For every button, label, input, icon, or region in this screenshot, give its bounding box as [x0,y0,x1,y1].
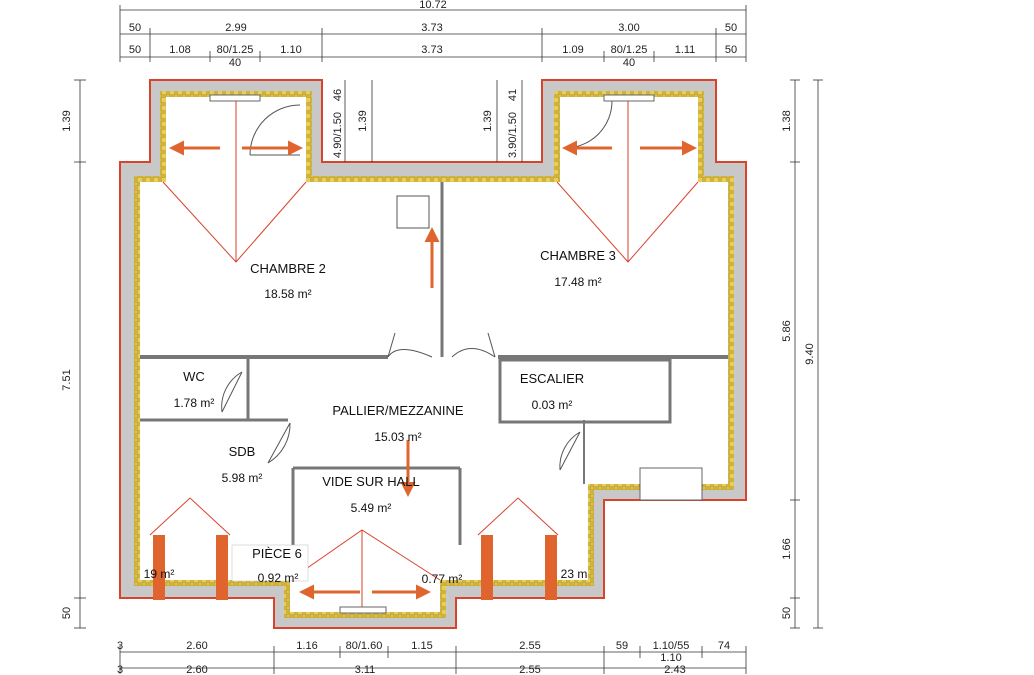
partial-area-right: 23 m [561,567,588,581]
room-name-chambre-2: CHAMBRE 2 [250,261,326,276]
roof-window-frames [149,497,559,536]
dim-top2-3: 1.10 [280,44,301,56]
dim-top2-6: 80/1.25 [611,44,648,56]
roof-windows [153,535,557,600]
dim-top2-4: 3.73 [421,44,442,56]
dim-bottom1-1: 2.60 [186,640,207,652]
room-area-sdb: 5.98 m² [222,471,263,485]
dim-bottom1-7: 1.10/55 [653,640,690,652]
dim-right-1: 5.86 [781,320,793,341]
dim-bottom2-1: 2.60 [186,664,207,675]
dim-bottom1-sub: 1.10 [660,652,681,664]
dim-top2-1: 1.08 [169,44,190,56]
room-name-piece-6: PIÈCE 6 [252,546,302,561]
room-labels: CHAMBRE 2 18.58 m² CHAMBRE 3 17.48 m² WC… [144,248,616,586]
room-area-wc: 1.78 m² [174,396,215,410]
dim-bottom1-0: 3 [117,640,123,652]
dim-bottom1-5: 2.55 [519,640,540,652]
room-name-escalier: ESCALIER [520,371,584,386]
dim-top2-7: 1.11 [675,44,696,56]
dim-top1-2: 3.73 [421,22,442,34]
room-area-pallier: 15.03 m² [374,430,421,444]
dim-bottom1-3: 80/1.60 [346,640,383,652]
dim-bottom2-2: 3.11 [355,664,376,675]
direction-arrows [169,140,697,600]
dim-top-window-sub-1: 40 [623,57,635,69]
dim-top1-0: 50 [129,22,141,34]
room-name-chambre-3: CHAMBRE 3 [540,248,616,263]
room-area-chambre-3: 17.48 m² [554,275,601,289]
room-area-piece-6: 0.92 m² [258,571,299,585]
dim-dormer-left-0: 46 [332,89,344,101]
dim-top1-3: 3.00 [618,22,639,34]
dim-top-window-sub-0: 40 [229,57,241,69]
dim-bottom1-4: 1.15 [411,640,432,652]
exterior-walls [119,79,747,629]
dim-top2-0: 50 [129,44,141,56]
dim-dormer-right-0: 1.39 [482,110,494,131]
dim-dormer-right-2: 3.90/1.50 [507,112,519,158]
dim-bottom1-6: 59 [616,640,628,652]
dim-bottom2-0: 3 [117,664,123,675]
dim-left-1: 7.51 [61,369,73,390]
dim-left-2: 50 [61,607,73,619]
dim-bottom2-3: 2.55 [519,664,540,675]
insulation-layer [134,91,734,618]
column-square [396,195,430,229]
dim-top1-4: 50 [725,22,737,34]
dim-dormer-left-1: 4.90/1.50 [332,112,344,158]
dim-right-3: 50 [781,607,793,619]
dim-bottom1-2: 1.16 [296,640,317,652]
dim-bottom2-4: 2.43 [664,664,685,675]
dim-top2-5: 1.09 [562,44,583,56]
dimension-labels: 10.72 50 2.99 3.73 3.00 50 50 1.08 80/1.… [61,0,816,675]
dim-top2-2: 80/1.25 [217,44,254,56]
dim-right-total: 9.40 [804,343,816,364]
partial-area-left: 19 m² [144,567,175,581]
room-area-escalier: 0.03 m² [532,398,573,412]
dim-dormer-right-1: 41 [507,89,519,101]
dim-dormer-left-2: 1.39 [357,110,369,131]
partial-area-mid: 0.77 m² [422,572,463,586]
room-name-sdb: SDB [229,444,256,459]
room-name-wc: WC [183,369,205,384]
dim-bottom1-8: 74 [718,640,730,652]
dim-top2-8: 50 [725,44,737,56]
dimension-lines [74,5,823,674]
dim-top1-1: 2.99 [225,22,246,34]
interior-walls [140,182,728,580]
room-name-pallier: PALLIER/MEZZANINE [332,403,464,418]
room-name-vide: VIDE SUR HALL [322,474,420,489]
dim-total-width: 10.72 [419,0,447,11]
room-area-chambre-2: 18.58 m² [264,287,311,301]
dim-right-0: 1.38 [781,110,793,131]
room-area-vide: 5.49 m² [351,501,392,515]
windows [209,94,703,614]
dormer-lines [162,97,699,612]
dim-left-0: 1.39 [61,110,73,131]
dim-right-2: 1.66 [781,538,793,559]
